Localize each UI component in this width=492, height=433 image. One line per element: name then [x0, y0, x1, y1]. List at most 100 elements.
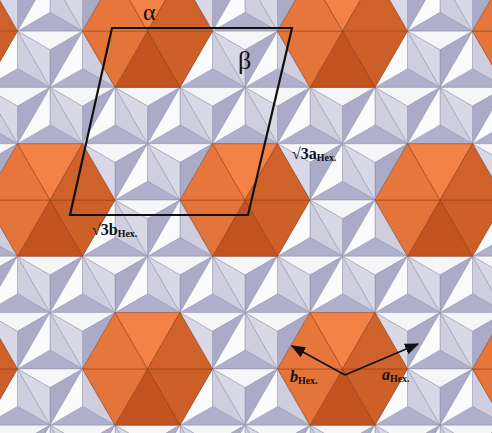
- tetrahedron-face: [375, 256, 408, 312]
- tetrahedron-face: [148, 256, 181, 312]
- label-text: b: [290, 368, 298, 385]
- tetrahedron-face: [310, 256, 343, 312]
- octahedron-face: [473, 31, 492, 87]
- tetrahedron-face: [408, 0, 441, 31]
- octahedron-face: [0, 313, 18, 369]
- tetrahedron-face: [213, 425, 246, 433]
- label-subscript: Hex.: [390, 373, 410, 384]
- tetrahedron-face: [50, 313, 83, 369]
- tetrahedron-face: [343, 200, 376, 256]
- tetrahedron-face: [18, 425, 51, 433]
- tetrahedron-face: [343, 144, 376, 200]
- tetrahedron-face: [310, 87, 343, 143]
- tetrahedron-face: [343, 87, 376, 143]
- tetrahedron-face: [440, 313, 473, 369]
- tetrahedron-face: [343, 425, 376, 433]
- label-text: √3b: [92, 221, 118, 238]
- tetrahedron-face: [115, 144, 148, 200]
- octahedron-face: [278, 31, 343, 87]
- tetrahedron-face: [18, 425, 51, 433]
- b-axis-arrow: [292, 346, 345, 375]
- tetrahedron-face: [0, 87, 18, 143]
- tetrahedron-face: [408, 31, 441, 87]
- tetrahedron-face: [375, 425, 408, 433]
- tetrahedron-face: [310, 425, 343, 433]
- cell-axis-label: √3bHex.: [92, 222, 137, 239]
- octahedron-face: [473, 313, 492, 369]
- tetrahedron-face: [245, 313, 278, 369]
- tetrahedron-face: [0, 425, 18, 433]
- tetrahedron-face: [148, 425, 181, 433]
- tetrahedron-face: [245, 87, 278, 143]
- octahedron-face: [375, 200, 440, 256]
- tetrahedron-face: [245, 369, 278, 425]
- tetrahedron-face: [278, 425, 311, 433]
- tetrahedron-face: [50, 425, 83, 433]
- tetrahedron-face: [310, 200, 343, 256]
- tetrahedron-face: [50, 31, 83, 87]
- a-axis-arrow: [345, 344, 418, 375]
- label-subscript: Hex.: [317, 152, 337, 163]
- label-subscript: Hex.: [118, 228, 138, 239]
- tetrahedron-face: [83, 425, 116, 433]
- label-subscript: Hex.: [298, 375, 318, 386]
- tetrahedron-face: [148, 425, 181, 433]
- tetrahedron-face: [148, 87, 181, 143]
- tetrahedron-face: [408, 425, 441, 433]
- tetrahedron-face: [440, 425, 473, 433]
- tetrahedron-face: [148, 200, 181, 256]
- tetrahedron-face: [18, 313, 51, 369]
- label-text: β: [238, 46, 251, 75]
- tetrahedron-face: [245, 256, 278, 312]
- tetrahedron-face: [50, 87, 83, 143]
- label-text: a: [382, 366, 390, 383]
- tetrahedron-face: [213, 313, 246, 369]
- tetrahedron-face: [115, 200, 148, 256]
- tetrahedron-face: [408, 313, 441, 369]
- tetrahedron-face: [83, 425, 116, 433]
- tetrahedron-face: [213, 0, 246, 31]
- tetrahedron-face: [245, 425, 278, 433]
- octahedron-face: [0, 0, 18, 31]
- tetrahedron-face: [473, 425, 492, 433]
- octahedron-face: [83, 31, 148, 87]
- tetrahedron-face: [180, 256, 213, 312]
- tetrahedron-face: [213, 425, 246, 433]
- tetrahedron-face: [343, 425, 376, 433]
- unit-cell: [70, 28, 292, 215]
- label-text: α: [143, 0, 156, 25]
- octahedron-face: [473, 0, 492, 31]
- tetrahedron-face: [408, 256, 441, 312]
- octahedron-face: [0, 200, 50, 256]
- tetrahedron-face: [278, 425, 311, 433]
- tetrahedron-face: [18, 256, 51, 312]
- tetrahedron-face: [115, 425, 148, 433]
- octahedron-face: [440, 144, 492, 200]
- octahedron-face: [343, 313, 408, 369]
- tetrahedron-face: [440, 256, 473, 312]
- tetrahedron-face: [50, 256, 83, 312]
- octahedron-face: [0, 31, 18, 87]
- tetrahedron-face: [180, 87, 213, 143]
- tetrahedron-face: [473, 256, 492, 312]
- octahedron-face: [473, 369, 492, 425]
- tetrahedron-face: [213, 369, 246, 425]
- tetrahedron-face: [408, 87, 441, 143]
- tetrahedron-face: [278, 87, 311, 143]
- site-label: α: [143, 0, 156, 24]
- tetrahedron-face: [440, 87, 473, 143]
- tetrahedron-face: [148, 144, 181, 200]
- tetrahedron-face: [408, 369, 441, 425]
- tetrahedron-face: [50, 0, 83, 31]
- tetrahedron-face: [375, 87, 408, 143]
- tetrahedron-face: [343, 256, 376, 312]
- axis-label: aHex.: [382, 367, 410, 384]
- tetrahedron-face: [440, 0, 473, 31]
- tetrahedron-face: [18, 369, 51, 425]
- tetrahedron-face: [440, 31, 473, 87]
- tetrahedron-face: [213, 87, 246, 143]
- tetrahedron-face: [18, 31, 51, 87]
- tetrahedron-face: [473, 87, 492, 143]
- tetrahedron-face: [440, 369, 473, 425]
